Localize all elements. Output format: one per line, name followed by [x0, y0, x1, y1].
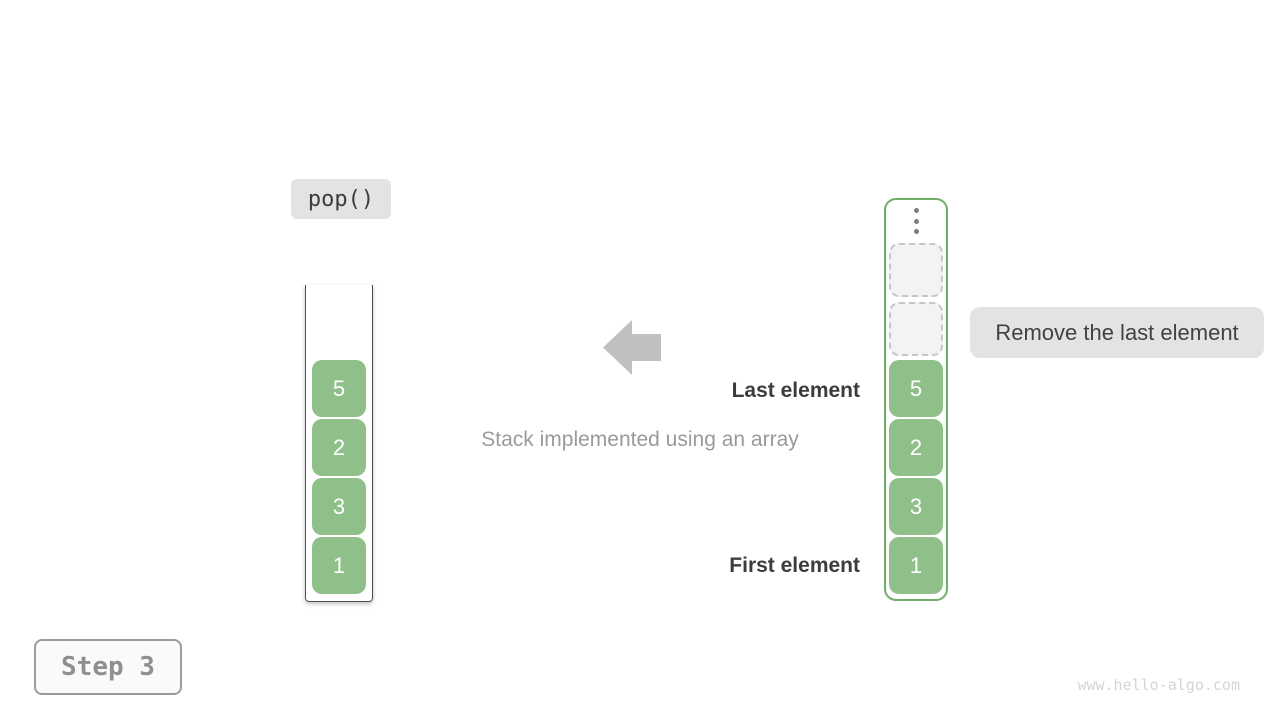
last-element-label: Last element	[731, 379, 860, 402]
array-cell: 2	[889, 419, 943, 476]
pop-operation-label: pop()	[291, 179, 391, 219]
figure-caption: Stack implemented using an array	[481, 428, 799, 451]
stack-container: 5 2 3 1	[305, 285, 373, 602]
remove-annotation-label: Remove the last element	[970, 307, 1264, 358]
array-container: 5 2 3 1	[884, 198, 948, 601]
stack-cell: 3	[312, 478, 366, 535]
stack-cell: 1	[312, 537, 366, 594]
stack-cell: 5	[312, 360, 366, 417]
watermark: www.hello-algo.com	[1077, 676, 1240, 694]
stack-cell: 2	[312, 419, 366, 476]
array-cell: 3	[889, 478, 943, 535]
first-element-label: First element	[729, 554, 860, 577]
empty-array-cell	[889, 243, 943, 297]
array-cell: 1	[889, 537, 943, 594]
ellipsis-icon	[913, 208, 919, 234]
left-arrow-icon	[603, 320, 661, 375]
array-cell: 5	[889, 360, 943, 417]
empty-array-cell	[889, 302, 943, 356]
step-indicator: Step 3	[34, 639, 182, 695]
